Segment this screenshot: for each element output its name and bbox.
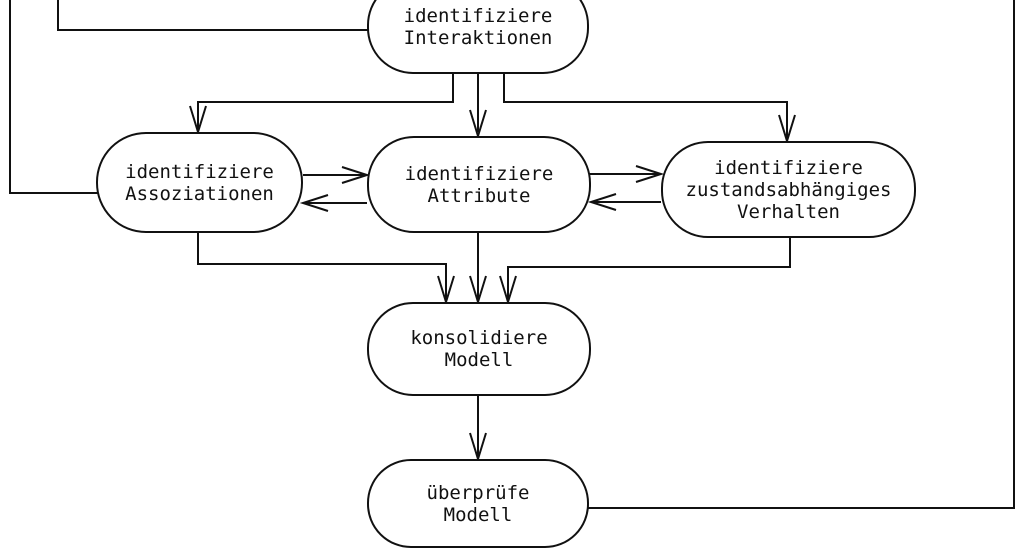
node-konsolidiere-modell: konsolidiere Modell	[367, 302, 591, 396]
node-label-line: zustandsabhängiges	[685, 178, 892, 201]
node-label-line: Attribute	[427, 184, 531, 207]
node-label-line: Modell	[443, 503, 513, 526]
node-label-line: überprüfe	[426, 481, 530, 504]
node-label-line: Verhalten	[737, 200, 840, 223]
node-ueberpruefe-modell: überprüfe Modell	[367, 459, 589, 548]
node-identifiziere-zustandsabhaengiges-verhalten: identifiziere zustandsabhängiges Verhalt…	[661, 141, 916, 238]
arrowhead-right-verhalten	[635, 165, 665, 183]
connector-topleft-to-interaktionen	[57, 0, 372, 31]
node-identifiziere-assoziationen: identifiziere Assoziationen	[96, 132, 303, 233]
node-label-line: Interaktionen	[403, 26, 553, 49]
connector-assoziationen-to-konsolidiere	[197, 231, 447, 300]
connector-interaktionen-to-assoziationen	[197, 72, 454, 130]
node-identifiziere-interaktionen: identifiziere Interaktionen	[367, 0, 589, 74]
node-label-line: Assoziationen	[125, 182, 274, 205]
arrowhead-left-attribute	[587, 193, 617, 211]
node-label-line: identifiziere	[403, 4, 553, 27]
connector-verhalten-to-konsolidiere	[507, 236, 791, 300]
node-identifiziere-attribute: identifiziere Attribute	[367, 136, 591, 233]
connector-interaktionen-to-verhalten	[503, 72, 788, 138]
arrowhead-left-assoziationen	[299, 194, 329, 212]
node-label-line: identifiziere	[125, 160, 274, 183]
node-label-line: Modell	[444, 349, 514, 371]
node-label-line: identifiziere	[714, 156, 863, 179]
node-label-line: konsolidiere	[410, 327, 548, 349]
connector-ueberpruefe-loop-up	[586, 0, 1015, 509]
connector-topleft-to-assoziationen	[9, 0, 100, 194]
node-label-line: identifiziere	[404, 162, 554, 185]
